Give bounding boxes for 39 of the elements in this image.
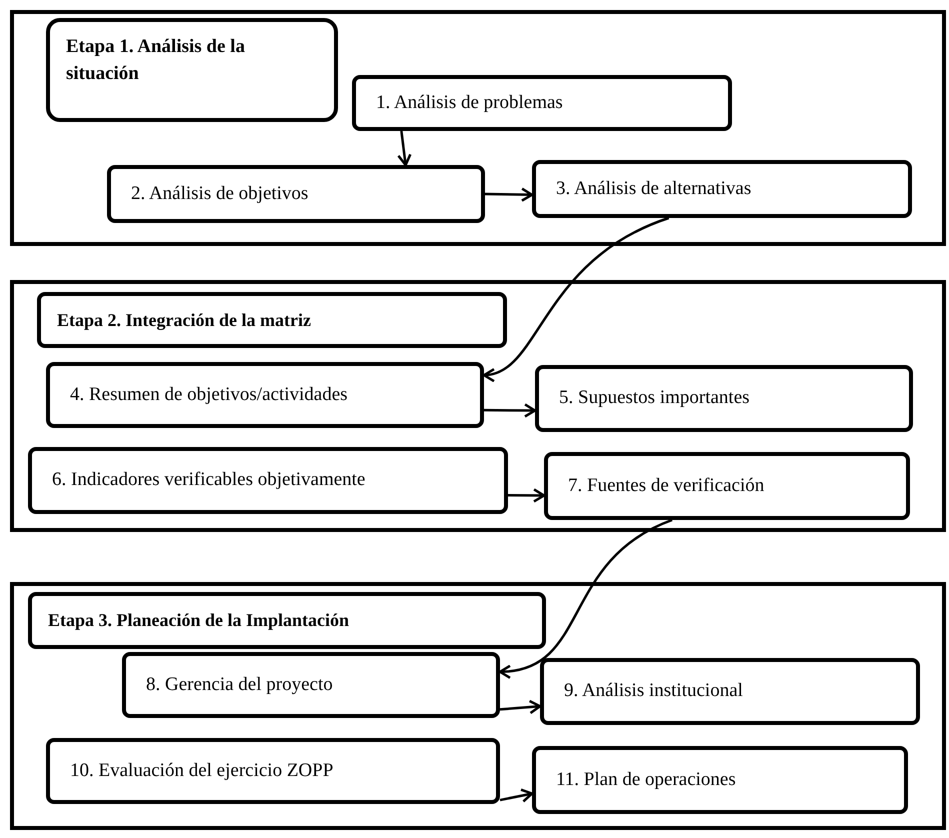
step-box xyxy=(107,165,485,223)
step-label: 8. Gerencia del proyecto xyxy=(146,672,333,697)
step-label: 4. Resumen de objetivos/actividades xyxy=(70,382,348,407)
arrow xyxy=(484,187,534,202)
stage-panel xyxy=(10,10,946,246)
step-box xyxy=(535,365,913,432)
step-label: 11. Plan de operaciones xyxy=(556,768,736,792)
step-box xyxy=(28,447,508,514)
step-box xyxy=(46,738,500,804)
stage-heading-box xyxy=(46,18,338,122)
step-box xyxy=(532,160,912,218)
stage-heading-box xyxy=(28,592,546,649)
step-box xyxy=(352,75,732,131)
step-box xyxy=(544,452,910,520)
arrow xyxy=(498,518,673,678)
step-box xyxy=(46,362,484,428)
step-label: Etapa 3. Planeación de la Implantación xyxy=(48,609,350,632)
step-box xyxy=(532,746,908,814)
arrow xyxy=(484,403,536,418)
stage-heading-box xyxy=(37,292,507,348)
step-label: 6. Indicadores verificables objetivamente xyxy=(52,468,366,492)
step-label: 2. Análisis de objetivos xyxy=(131,182,308,206)
step-label: Etapa 1. Análisis de la situación xyxy=(66,36,245,84)
step-label: 5. Supuestos importantes xyxy=(559,386,750,410)
arrow xyxy=(397,130,412,166)
step-label: 9. Análisis institucional xyxy=(564,679,743,704)
arrow xyxy=(482,216,670,381)
step-box xyxy=(540,658,920,725)
stage-panel xyxy=(10,280,946,532)
stage-panel xyxy=(10,582,946,830)
step-box xyxy=(122,652,500,718)
arrow xyxy=(500,700,542,714)
step-label: 7. Fuentes de verificación xyxy=(568,474,764,498)
step-label: 1. Análisis de problemas xyxy=(376,90,563,115)
arrow xyxy=(508,488,546,503)
step-label: 3. Análisis de alternativas xyxy=(556,176,752,201)
step-label: 10. Evaluación del ejercicio ZOPP xyxy=(70,758,334,783)
step-label: Etapa 2. Integración de la matriz xyxy=(57,308,311,332)
arrow xyxy=(500,788,534,803)
